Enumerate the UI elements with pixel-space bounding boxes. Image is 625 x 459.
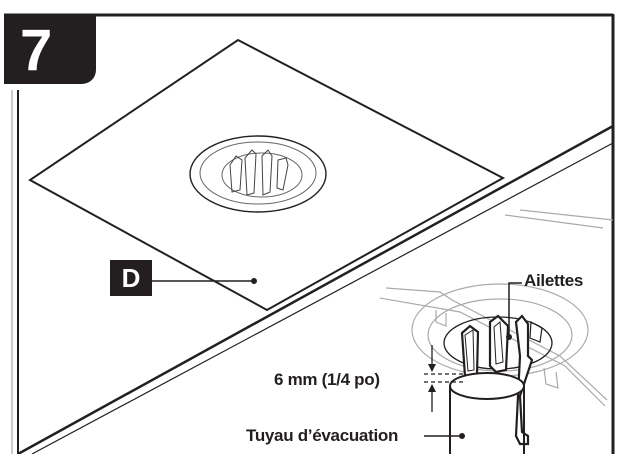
- gap-measurement-label: 6 mm (1/4 po): [274, 370, 380, 389]
- drain-flange: [379, 209, 614, 407]
- fins-label: Ailettes: [524, 271, 584, 290]
- fins-leader: [506, 282, 522, 340]
- gap-dimension: [424, 345, 466, 412]
- part-d-label: D: [110, 260, 152, 296]
- drain-pipe-label: Tuyau d’évacuation: [246, 426, 399, 445]
- part-d-leader: [152, 278, 257, 284]
- drain-pipe-graphic: [449, 372, 525, 454]
- part-d-pad: [28, 38, 506, 312]
- step-number-badge: 7: [4, 14, 96, 84]
- step-number: 7: [20, 18, 52, 83]
- drain-pipe-leader: [424, 433, 465, 439]
- page-frame: [4, 13, 615, 454]
- floor-plane-edge: [17, 124, 614, 456]
